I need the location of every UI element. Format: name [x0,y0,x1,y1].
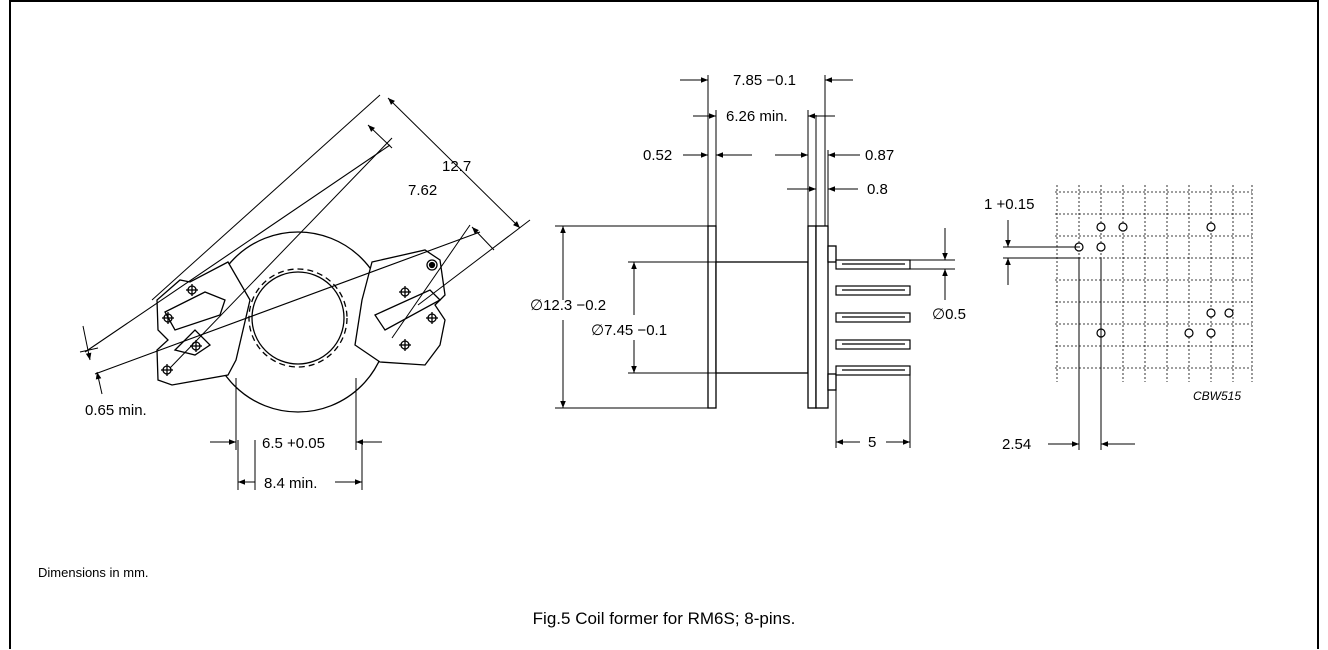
right-terminal-wing [354,249,446,366]
dimensions-note: Dimensions in mm. [38,565,149,580]
top-view-dimensions [79,94,531,490]
dim-dia-7-45: ∅7.45 −0.1 [591,322,667,339]
dim-6-5: 6.5 +0.05 [262,435,325,452]
dim-7-62: 7.62 [408,182,437,199]
dim-7-62-line [367,124,393,149]
dim-5: 5 [868,434,876,451]
terminal-pins [835,259,911,376]
dim-6-26-min: 6.26 min. [726,108,788,125]
terminal-block [815,225,829,409]
drawing-code: CBW515 [1193,389,1241,403]
dim-7-85: 7.85 −0.1 [733,72,796,89]
dim-1-0-15: 1 +0.15 [984,196,1034,213]
bore-dashed [248,268,348,368]
pcb-hole-grid [1055,185,1253,382]
dim-8-4-min: 8.4 min. [264,475,317,492]
dim-2-54: 2.54 [1002,436,1031,453]
dim-0-52: 0.52 [643,147,672,164]
dim-12-7: 12.7 [442,158,471,175]
pcb-hole [1206,308,1216,318]
pcb-hole [1118,222,1128,232]
pcb-hole [1224,308,1234,318]
pcb-hole [1206,328,1216,338]
dimension-labels: 12.7 7.62 0.65 min. 6.5 +0.05 8.4 min. 7… [85,72,1241,492]
coil-body [715,261,809,374]
pcb-grid-dimensions [1003,220,1135,450]
dim-dia-0-5: ∅0.5 [932,306,966,323]
bore [251,271,345,365]
pcb-hole [1206,222,1216,232]
coil-former-side-view [707,225,911,409]
coil-former-top-view [84,144,481,413]
right-pin-holes [399,259,438,351]
figure-caption: Fig.5 Coil former for RM6S; 8-pins. [532,609,796,628]
left-terminal-wing [156,261,251,386]
dim-0-65-min: 0.65 min. [85,402,147,419]
pcb-hole [1096,242,1106,252]
dim-0-8: 0.8 [867,181,888,198]
pcb-hole [1096,222,1106,232]
top-flange [707,225,717,409]
base-flange [807,225,817,409]
dim-dia-12-3: ∅12.3 −0.2 [530,297,606,314]
dim-0-87: 0.87 [865,147,894,164]
dim-12-7-line [387,97,521,229]
pcb-hole [1184,328,1194,338]
side-view-dimensions [555,75,955,448]
left-pin-holes [161,284,202,376]
figure-frame [9,0,1319,649]
